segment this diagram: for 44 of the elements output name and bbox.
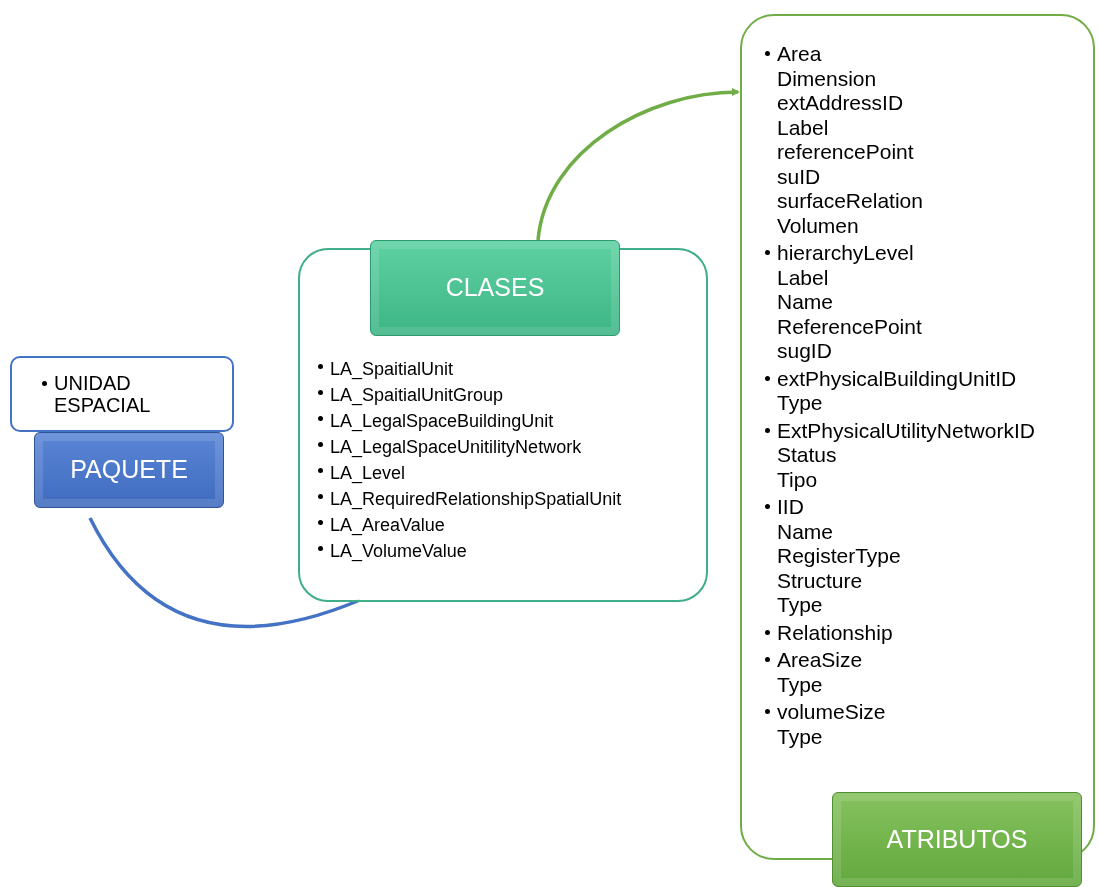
list-item: IID	[777, 495, 805, 520]
list-card	[10, 356, 234, 432]
list-item: Type	[777, 391, 824, 416]
list-item: RegisterType	[777, 544, 902, 569]
list-item: Name	[777, 290, 835, 315]
list-item: Relationship	[777, 620, 894, 645]
list-item: ReferencePoint	[777, 314, 923, 339]
list-item: LA_SpaitialUnit	[330, 358, 455, 382]
list-item: Type	[777, 672, 824, 697]
list-item: AreaSize	[777, 648, 864, 673]
list-item: LA_Level	[330, 462, 407, 486]
list-item: ExtPhysicalUtilityNetworkID	[777, 418, 1036, 443]
curved-connector	[536, 88, 740, 241]
list-item: Status	[777, 443, 838, 468]
list-item: Area	[777, 42, 823, 67]
list-item: referencePoint	[777, 140, 915, 165]
curved-connector	[88, 517, 361, 629]
list-item: sugID	[777, 339, 833, 364]
list-item: Tipo	[777, 467, 819, 492]
list-item: Label	[777, 115, 830, 140]
list-item: Dimension	[777, 66, 878, 91]
list-item: extPhysicalBuildingUnitID	[777, 366, 1018, 391]
list-item: Label	[777, 265, 830, 290]
list-item: Type	[777, 724, 824, 749]
title-button: ATRIBUTOS	[832, 792, 1082, 887]
list-item: extAddressID	[777, 91, 905, 116]
list-item: suID	[777, 164, 822, 189]
list-item: Name	[777, 519, 835, 544]
list-item: LA_AreaValue	[330, 514, 446, 538]
list-item: UNIDAD ESPACIAL	[54, 372, 152, 416]
title-button: PAQUETE	[34, 432, 224, 508]
list-item: LA_VolumeValue	[330, 540, 468, 564]
list-item: LA_LegalSpaceUnitilityNetwork	[330, 436, 583, 460]
list-item: surfaceRelation	[777, 189, 924, 214]
list-item: Volumen	[777, 213, 860, 238]
list-item: LA_SpaitialUnitGroup	[330, 384, 505, 408]
list-item: volumeSize	[777, 700, 887, 725]
list-item: hierarchyLevel	[777, 241, 915, 266]
list-card	[740, 14, 1095, 860]
list-item: LA_RequiredRelationshipSpatialUnit	[330, 488, 623, 512]
title-button: CLASES	[370, 240, 620, 336]
list-item: Structure	[777, 568, 864, 593]
list-item: LA_LegalSpaceBuildingUnit	[330, 410, 555, 434]
list-item: Type	[777, 593, 824, 618]
